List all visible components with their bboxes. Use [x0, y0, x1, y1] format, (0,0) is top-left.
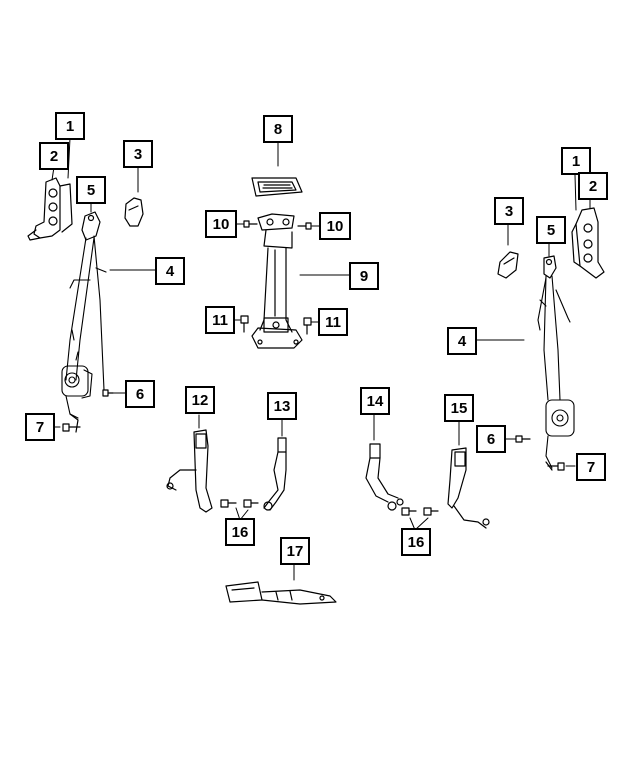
seat-belt-webbing-left: [61, 235, 107, 419]
screw-10-left: [243, 220, 258, 228]
screw-10-right: [297, 222, 312, 230]
buckle-14: [365, 443, 404, 511]
callout-16: 16: [401, 528, 431, 556]
trim-cover-left: [124, 197, 144, 227]
callout-10: 10: [205, 210, 237, 238]
bolt-11-left: [240, 315, 249, 333]
center-buckle-17: [225, 581, 337, 605]
height-adjuster-left: [27, 177, 73, 241]
trim-bezel: [251, 177, 303, 197]
bolt-6-left: [102, 389, 114, 397]
bolt-6-right: [515, 435, 531, 443]
callout-16: 16: [225, 518, 255, 546]
callout-5: 5: [536, 216, 566, 244]
callout-8: 8: [263, 115, 293, 143]
seat-belt-webbing-right: [537, 275, 575, 469]
callout-6: 6: [476, 425, 506, 453]
callout-3: 3: [123, 140, 153, 168]
bolt-16-left-a: [220, 499, 237, 508]
bolt-16-right-b: [423, 507, 439, 516]
center-belt-bracket: [251, 213, 303, 349]
buckle-13: [263, 437, 287, 511]
bolt-11-right: [303, 317, 312, 335]
callout-11: 11: [205, 306, 235, 334]
d-ring-right: [543, 255, 557, 279]
callout-14: 14: [360, 387, 390, 415]
buckle-15: [447, 447, 490, 529]
callout-2: 2: [578, 172, 608, 200]
callout-4: 4: [447, 327, 477, 355]
callout-3: 3: [494, 197, 524, 225]
trim-cover-right: [497, 251, 519, 279]
callout-11: 11: [318, 308, 348, 336]
buckle-12: [166, 429, 213, 513]
height-adjuster-right: [571, 207, 605, 279]
callout-6: 6: [125, 380, 155, 408]
callout-10: 10: [319, 212, 351, 240]
callout-5: 5: [76, 176, 106, 204]
bolt-16-left-b: [243, 499, 259, 508]
callout-2: 2: [39, 142, 69, 170]
bolt-7-left: [62, 413, 81, 433]
callout-7: 7: [576, 453, 606, 481]
bolt-16-right-a: [401, 507, 417, 516]
callout-9: 9: [349, 262, 379, 290]
callout-1: 1: [55, 112, 85, 140]
callout-4: 4: [155, 257, 185, 285]
d-ring-left: [81, 211, 101, 241]
callout-13: 13: [267, 392, 297, 420]
callout-1: 1: [561, 147, 591, 175]
callout-12: 12: [185, 386, 215, 414]
bolt-7-right: [545, 461, 565, 471]
callout-7: 7: [25, 413, 55, 441]
callout-15: 15: [444, 394, 474, 422]
callout-17: 17: [280, 537, 310, 565]
